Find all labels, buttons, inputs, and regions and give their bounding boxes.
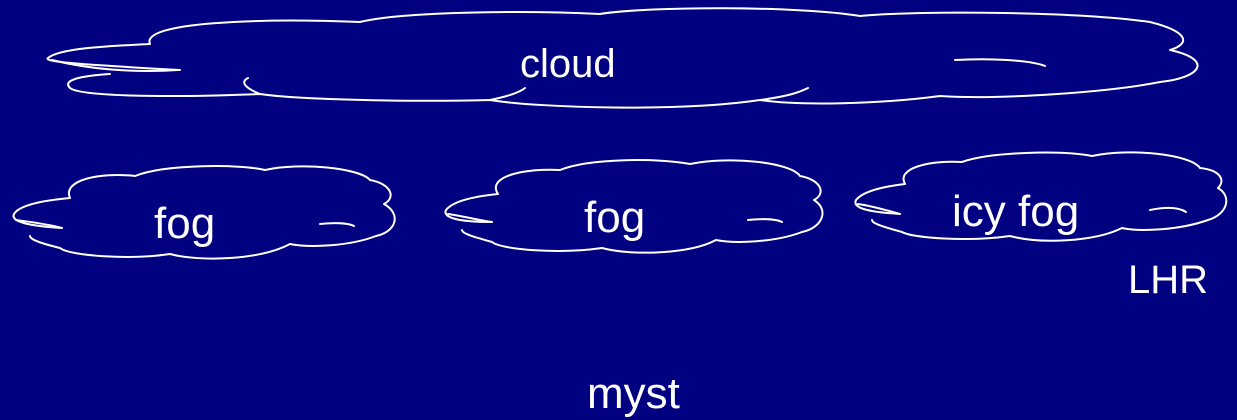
fog-middle-label: fog bbox=[584, 193, 646, 242]
myst-label: myst bbox=[587, 369, 680, 418]
icy-fog-cloud-shape bbox=[854, 151, 1228, 242]
fog-left-label: fog bbox=[154, 199, 216, 248]
large-cloud-shape bbox=[46, 7, 1199, 109]
lhr-label: LHR bbox=[1128, 258, 1209, 302]
cloud-label: cloud bbox=[520, 42, 616, 86]
left-fog-cloud-shape bbox=[12, 165, 396, 260]
icy-fog-label: icy fog bbox=[952, 187, 1080, 236]
middle-fog-cloud-shape bbox=[444, 159, 824, 254]
